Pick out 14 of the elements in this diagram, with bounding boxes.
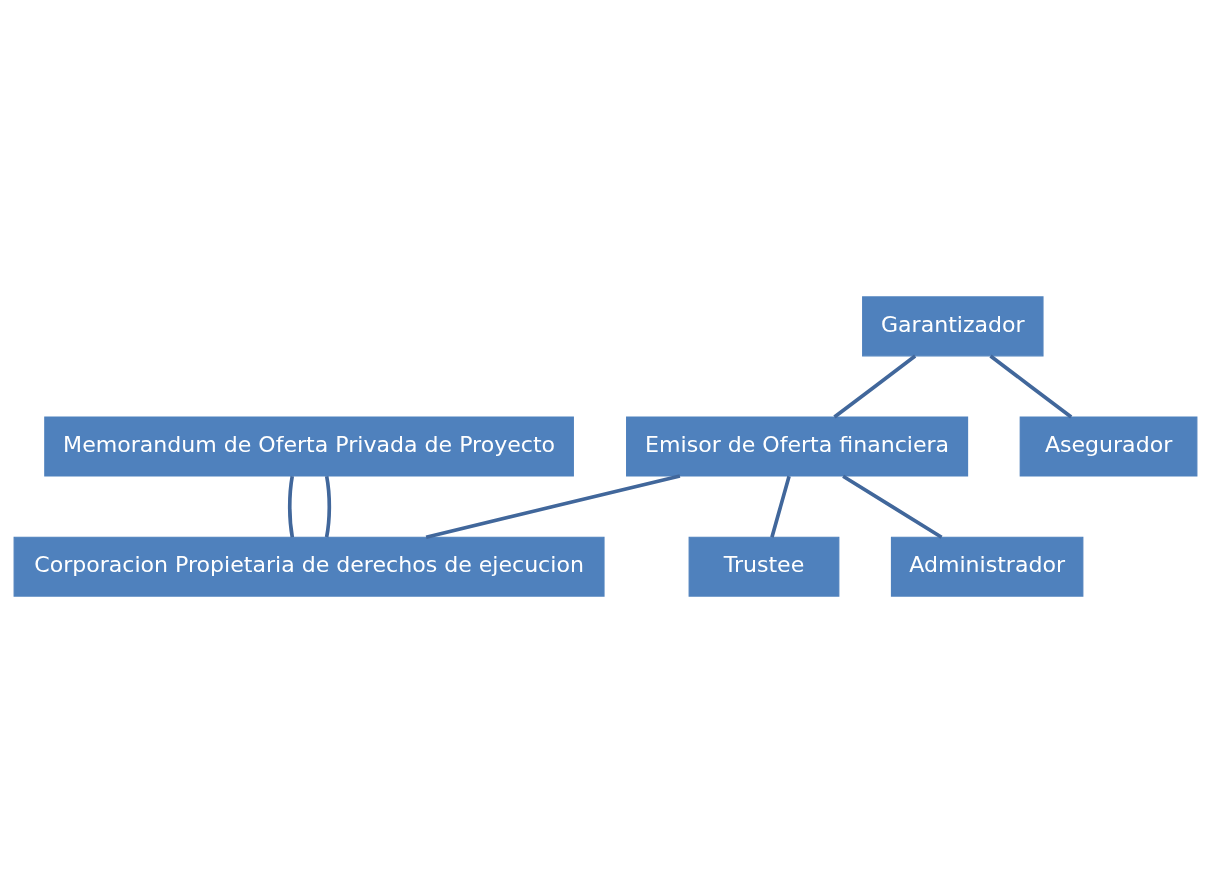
connector bbox=[324, 475, 332, 538]
connector bbox=[842, 474, 943, 539]
node-box: Corporacion Propietaria de derechos de ejecucion bbox=[13, 536, 605, 597]
connector bbox=[770, 475, 791, 538]
node-box: Emisor de Oferta financiera bbox=[626, 416, 969, 477]
node-box: Administrador bbox=[890, 536, 1084, 597]
connector bbox=[287, 475, 295, 538]
connector bbox=[833, 354, 917, 419]
node-box: Trustee bbox=[688, 536, 840, 597]
node-box: Asegurador bbox=[1019, 416, 1198, 477]
node-box: Garantizador bbox=[862, 296, 1044, 357]
node-box: Memorandum de Oferta Privada de Proyecto bbox=[44, 416, 574, 477]
connector bbox=[989, 354, 1073, 419]
connector bbox=[425, 474, 681, 539]
